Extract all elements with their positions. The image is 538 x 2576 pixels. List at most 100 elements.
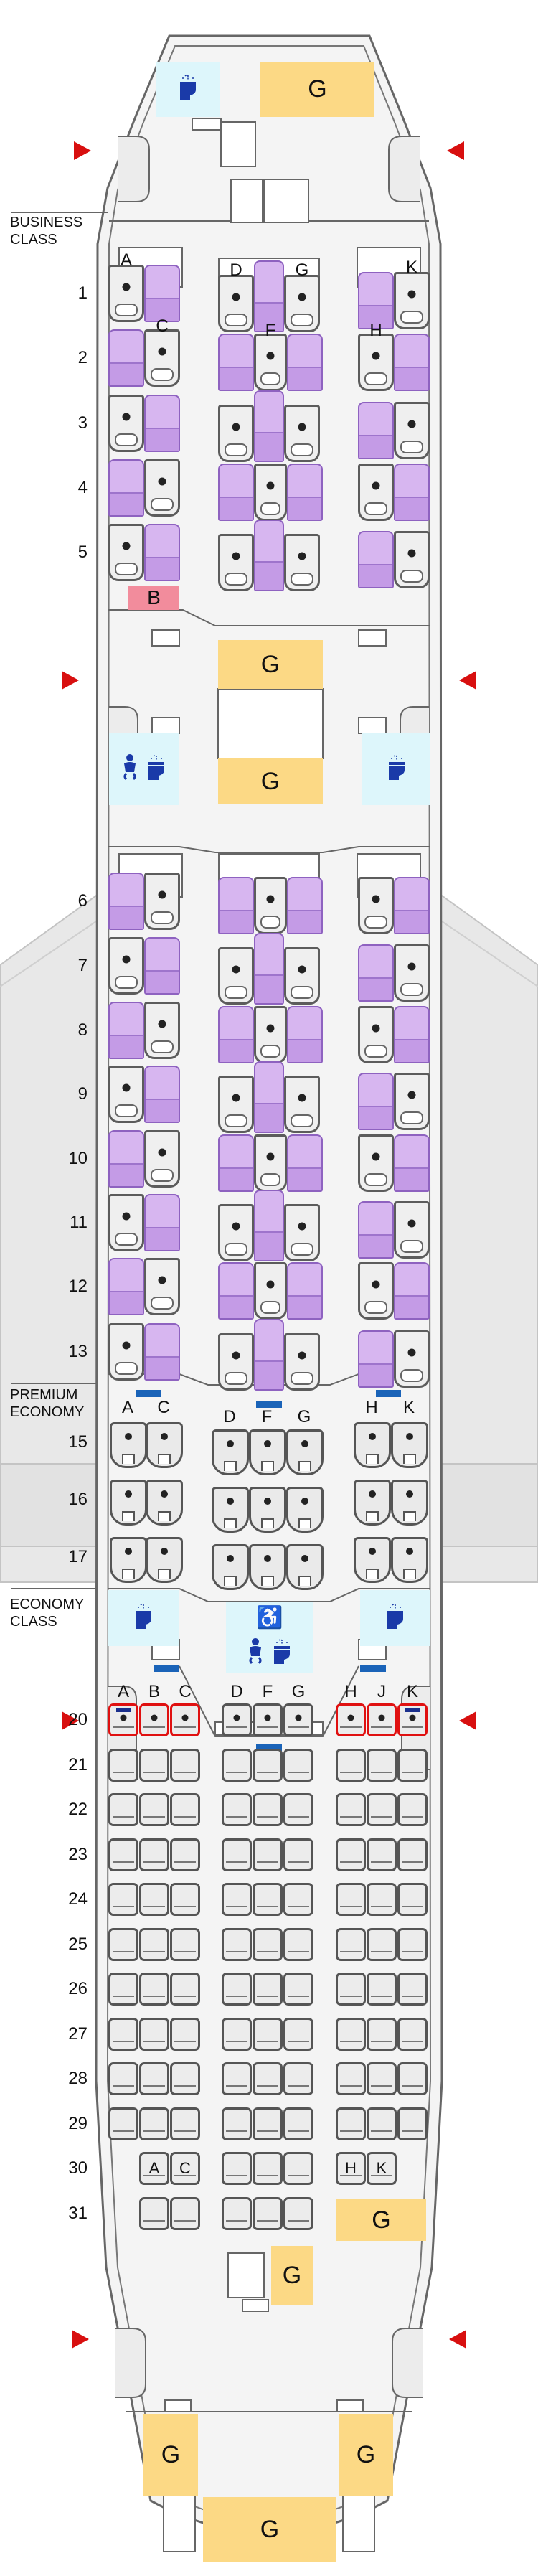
economy-seat[interactable]	[139, 1838, 169, 1871]
economy-seat[interactable]	[367, 2062, 397, 2095]
economy-seat[interactable]	[253, 1703, 283, 1736]
economy-seat[interactable]: C	[170, 2152, 200, 2185]
business-seat[interactable]	[218, 1204, 254, 1261]
economy-seat[interactable]	[253, 1838, 283, 1871]
economy-seat[interactable]	[222, 2196, 252, 2230]
business-seat[interactable]	[358, 464, 394, 521]
economy-seat[interactable]	[283, 1927, 313, 1961]
economy-seat[interactable]	[108, 1927, 138, 1961]
economy-seat[interactable]	[253, 2062, 283, 2095]
business-seat[interactable]	[108, 524, 144, 581]
business-seat[interactable]	[394, 1201, 430, 1259]
business-seat[interactable]	[218, 1333, 254, 1391]
economy-seat[interactable]	[336, 1703, 366, 1736]
economy-seat[interactable]	[170, 2107, 200, 2140]
business-seat[interactable]	[394, 1073, 430, 1130]
premium-seat[interactable]	[249, 1429, 286, 1475]
business-seat[interactable]	[394, 944, 430, 1002]
economy-seat[interactable]	[222, 1927, 252, 1961]
business-seat[interactable]	[394, 531, 430, 588]
premium-seat[interactable]	[249, 1487, 286, 1533]
business-seat[interactable]	[284, 534, 320, 591]
economy-seat[interactable]	[336, 2017, 366, 2051]
business-seat[interactable]	[108, 1066, 144, 1123]
economy-seat[interactable]	[283, 2062, 313, 2095]
business-seat[interactable]	[108, 937, 144, 995]
economy-seat[interactable]	[253, 1927, 283, 1961]
business-seat[interactable]	[284, 947, 320, 1005]
economy-seat[interactable]	[367, 1748, 397, 1782]
economy-seat[interactable]	[222, 1703, 252, 1736]
business-seat[interactable]	[254, 1134, 287, 1192]
economy-seat[interactable]	[170, 1703, 200, 1736]
business-seat[interactable]	[254, 877, 287, 934]
economy-seat[interactable]	[283, 1883, 313, 1916]
economy-seat[interactable]	[283, 1793, 313, 1826]
economy-seat[interactable]	[367, 2017, 397, 2051]
business-seat[interactable]	[358, 1262, 394, 1320]
economy-seat[interactable]	[397, 1838, 428, 1871]
economy-seat[interactable]	[336, 1838, 366, 1871]
economy-seat[interactable]	[253, 2196, 283, 2230]
economy-seat[interactable]	[108, 2107, 138, 2140]
economy-seat[interactable]	[367, 1703, 397, 1736]
business-seat[interactable]	[254, 334, 287, 391]
economy-seat[interactable]: A	[139, 2152, 169, 2185]
premium-seat[interactable]	[354, 1422, 391, 1468]
economy-seat[interactable]	[283, 2017, 313, 2051]
premium-seat[interactable]	[110, 1422, 147, 1468]
business-seat[interactable]	[254, 1262, 287, 1320]
premium-seat[interactable]	[110, 1537, 147, 1583]
economy-seat[interactable]	[170, 1973, 200, 2006]
economy-seat[interactable]	[108, 1748, 138, 1782]
economy-seat[interactable]	[397, 1927, 428, 1961]
economy-seat[interactable]	[336, 1883, 366, 1916]
business-seat[interactable]	[108, 1194, 144, 1251]
economy-seat[interactable]	[170, 1838, 200, 1871]
economy-seat[interactable]	[139, 1927, 169, 1961]
economy-seat[interactable]	[336, 2107, 366, 2140]
business-seat[interactable]	[108, 395, 144, 452]
premium-seat[interactable]	[354, 1480, 391, 1526]
economy-seat[interactable]	[170, 1883, 200, 1916]
economy-seat[interactable]	[283, 1973, 313, 2006]
premium-seat[interactable]	[212, 1487, 249, 1533]
economy-seat[interactable]	[170, 2062, 200, 2095]
economy-seat[interactable]	[367, 1973, 397, 2006]
business-seat[interactable]	[358, 877, 394, 934]
premium-seat[interactable]	[146, 1537, 183, 1583]
economy-seat[interactable]	[108, 2017, 138, 2051]
premium-seat[interactable]	[286, 1487, 324, 1533]
business-seat[interactable]	[108, 1323, 144, 1381]
economy-seat[interactable]	[222, 1883, 252, 1916]
economy-seat[interactable]	[108, 1883, 138, 1916]
economy-seat[interactable]	[397, 2062, 428, 2095]
economy-seat[interactable]	[253, 2107, 283, 2140]
economy-seat[interactable]	[367, 1793, 397, 1826]
economy-seat[interactable]	[108, 2062, 138, 2095]
economy-seat[interactable]	[253, 1883, 283, 1916]
economy-seat[interactable]	[139, 1973, 169, 2006]
economy-seat[interactable]	[283, 1748, 313, 1782]
business-seat[interactable]	[144, 1002, 180, 1059]
economy-seat[interactable]	[283, 2152, 313, 2185]
economy-seat[interactable]	[222, 1793, 252, 1826]
economy-seat[interactable]	[367, 2107, 397, 2140]
premium-seat[interactable]	[391, 1480, 428, 1526]
economy-seat[interactable]	[108, 1973, 138, 2006]
economy-seat[interactable]	[253, 1793, 283, 1826]
premium-seat[interactable]	[391, 1537, 428, 1583]
economy-seat[interactable]	[397, 1748, 428, 1782]
business-seat[interactable]	[284, 275, 320, 332]
economy-seat[interactable]	[253, 2152, 283, 2185]
business-seat[interactable]	[284, 1204, 320, 1261]
economy-seat[interactable]	[108, 1793, 138, 1826]
economy-seat[interactable]	[139, 1748, 169, 1782]
economy-seat[interactable]	[108, 1838, 138, 1871]
economy-seat[interactable]	[397, 2017, 428, 2051]
economy-seat[interactable]	[139, 2017, 169, 2051]
economy-seat[interactable]	[139, 1703, 169, 1736]
economy-seat[interactable]	[222, 1838, 252, 1871]
economy-seat[interactable]	[336, 2062, 366, 2095]
economy-seat[interactable]	[283, 1838, 313, 1871]
